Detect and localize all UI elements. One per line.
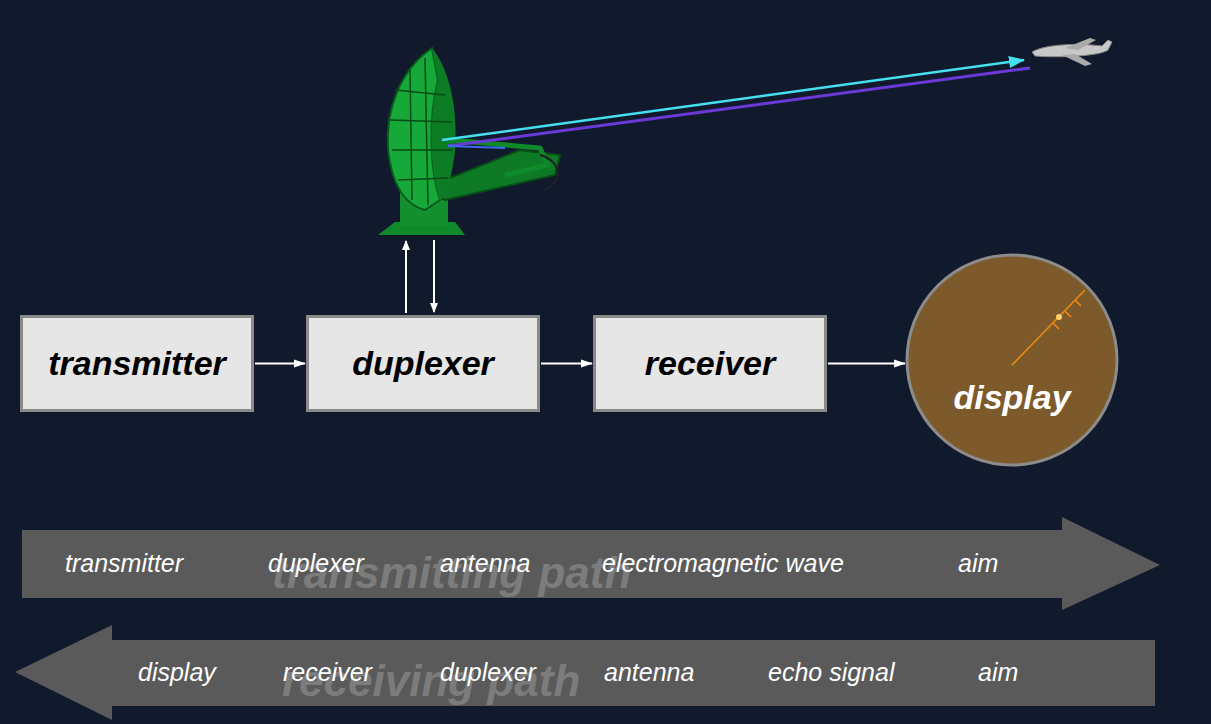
radar-antenna <box>378 48 560 235</box>
signal-arrow <box>255 363 305 365</box>
path-step-label: duplexer <box>440 658 536 687</box>
signal-arrow <box>828 363 905 365</box>
box-label: receiver <box>645 344 775 383</box>
display-circle: display <box>905 253 1119 467</box>
transmit-beam <box>442 60 1024 140</box>
path-step-label: display <box>138 658 216 687</box>
process-box: receiver <box>593 315 827 412</box>
box-label: duplexer <box>352 344 494 383</box>
box-label: transmitter <box>48 344 226 383</box>
path-step-label: aim <box>958 549 998 578</box>
path-step-label: electromagnetic wave <box>602 549 844 578</box>
process-box: transmitter <box>20 315 254 412</box>
path-step-label: echo signal <box>768 658 894 687</box>
path-step-label: antenna <box>604 658 694 687</box>
feed-arrow <box>405 241 407 313</box>
path-step-label: aim <box>978 658 1018 687</box>
display-circle-outline <box>905 253 1119 467</box>
echo-beam <box>448 146 505 148</box>
path-step-label: antenna <box>440 549 530 578</box>
aircraft <box>1032 38 1112 66</box>
path-step-label: transmitter <box>65 549 183 578</box>
process-box: duplexer <box>306 315 540 412</box>
path-band: transmitting pathtransmitterduplexerante… <box>22 515 1162 612</box>
echo-beam <box>448 68 1030 146</box>
signal-arrow <box>541 363 592 365</box>
path-band: receiving pathdisplayreceiverduplexerant… <box>14 624 1156 721</box>
path-step-label: display <box>953 378 1070 417</box>
path-step-label: receiver <box>283 658 372 687</box>
feed-arrow <box>433 240 435 312</box>
path-step-label: duplexer <box>268 549 364 578</box>
